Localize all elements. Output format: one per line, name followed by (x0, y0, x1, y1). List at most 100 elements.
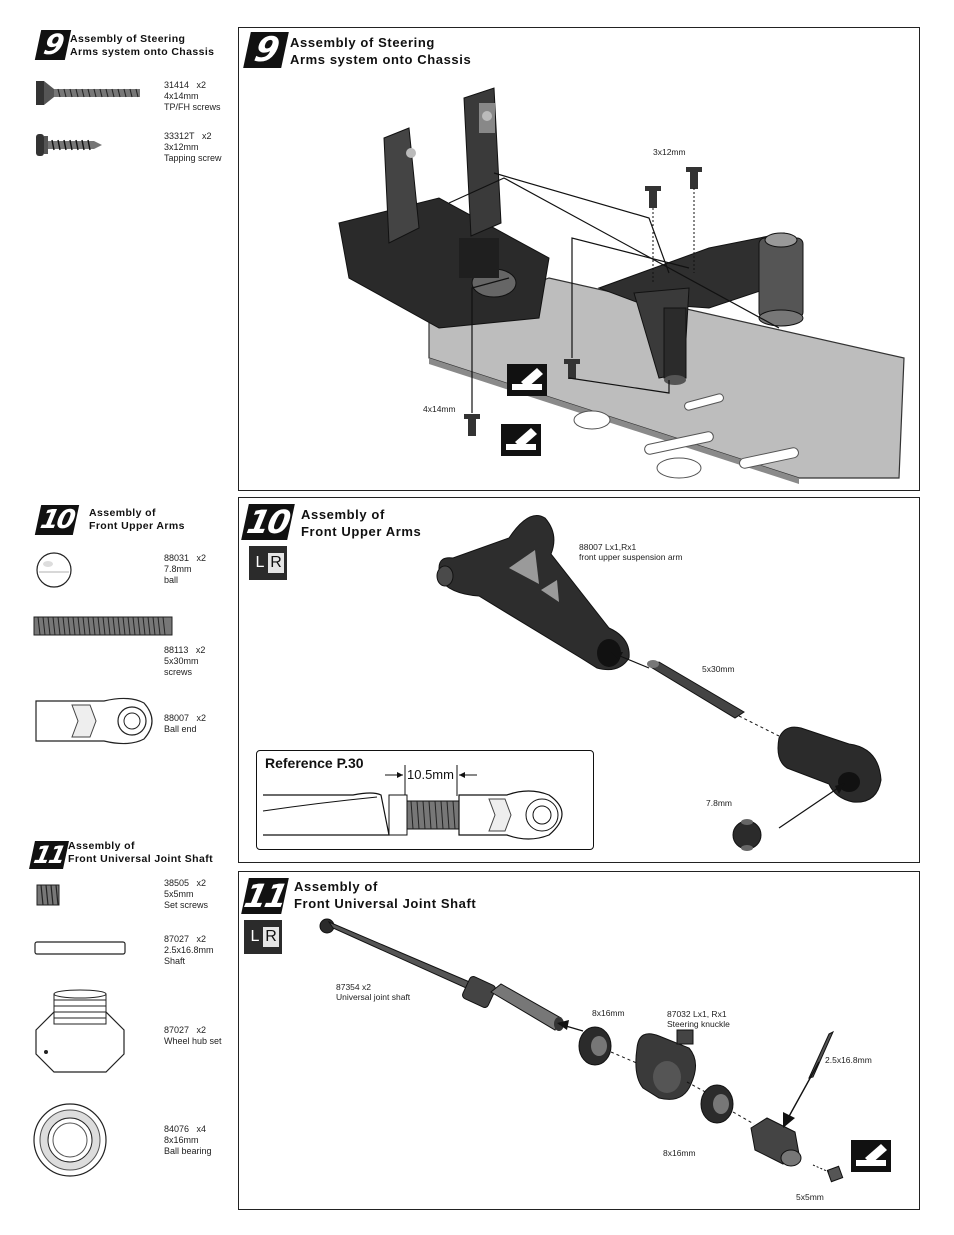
part-size: 5x5mm (164, 889, 194, 899)
threadlock-icon (851, 1140, 891, 1172)
ball-icon (36, 552, 72, 588)
step-9-side-title-line1: Assembly of Steering (70, 33, 186, 45)
part-desc: Set screws (164, 900, 209, 910)
arm-desc: front upper suspension arm (579, 552, 683, 562)
part-desc: Wheel hub set (164, 1036, 222, 1046)
left-right-badge: L R (244, 920, 282, 954)
step-9-side-number: 9 (34, 28, 72, 61)
step-9-title-line1: Assembly of Steering (290, 35, 435, 50)
left-label: L (247, 927, 263, 947)
step-9-title-line2: Arms system onto Chassis (290, 52, 472, 67)
part-size: 4x14mm (164, 91, 199, 101)
part-desc: TP/FH screws (164, 102, 221, 112)
step-9-side-title: Assembly of Steering Arms system onto Ch… (70, 33, 214, 59)
callout-8x16mm-top: 8x16mm (592, 1008, 625, 1018)
left-right-badge: L R (249, 546, 287, 580)
part-code: 38505 x2 (164, 878, 207, 888)
step-10-panel: 10 Assembly of Front Upper Arms L R 8800… (238, 497, 920, 863)
arm-code: 88007 Lx1,Rx1 (579, 542, 637, 552)
shaft-desc: Universal joint shaft (336, 992, 411, 1002)
pin-shaft-icon (34, 941, 126, 955)
part-size: 3x12mm (164, 142, 199, 152)
callout-87032: 87032 Lx1, Rx1 Steering knuckle (667, 1009, 730, 1029)
part-38505: 38505 x2 5x5mm Set screws (164, 878, 208, 911)
knuckle-code: 87032 Lx1, Rx1 (667, 1009, 727, 1019)
part-code: 88113 x2 (164, 645, 206, 655)
part-size: 5x30mm (164, 656, 199, 666)
knuckle-desc: Steering knuckle (667, 1019, 730, 1029)
part-desc: Tapping screw (164, 153, 222, 163)
part-code: 84076 x4 (164, 1124, 207, 1134)
part-code: 88007 x2 (164, 713, 207, 723)
step-11-side-number: 11 (29, 841, 69, 869)
part-desc: Ball bearing (164, 1146, 212, 1156)
part-88031: 88031 x2 7.8mm ball (164, 553, 206, 586)
part-desc: Shaft (164, 956, 186, 966)
step-11-side-title-line1: Assembly of (68, 840, 135, 852)
callout-8x16mm-bottom: 8x16mm (663, 1148, 696, 1158)
part-desc: ball (164, 575, 179, 585)
reference-box: Reference P.30 10.5mm (256, 750, 594, 850)
part-code: 87027 x2 (164, 1025, 207, 1035)
callout-87354: 87354 x2 Universal joint shaft (336, 982, 410, 1002)
reference-dimension: 10.5mm (407, 767, 454, 782)
part-code: 87027 x2 (164, 934, 207, 944)
part-code: 33312T x2 (164, 131, 212, 141)
part-88113: 88113 x2 5x30mm screws (164, 645, 205, 678)
part-desc: Ball end (164, 724, 197, 734)
step-9-title: Assembly of Steering Arms system onto Ch… (290, 34, 471, 68)
step-10-title-line2: Front Upper Arms (301, 524, 422, 539)
part-size: 7.8mm (164, 564, 192, 574)
callout-3x12mm: 3x12mm (653, 147, 686, 157)
step-9-panel: 9 Assembly of Steering Arms system onto … (238, 27, 920, 491)
upper-arm-illustration (436, 515, 882, 851)
step-11-title-line1: Assembly of (294, 879, 378, 894)
part-88007: 88007 x2 Ball end (164, 713, 206, 735)
tapping-screw-icon (36, 134, 102, 156)
step-11-title-line2: Front Universal Joint Shaft (294, 896, 477, 911)
wheel-hub-icon (35, 989, 125, 1073)
long-screw-icon (33, 616, 173, 636)
chassis-steering-illustration (338, 87, 905, 484)
step-11-title: Assembly of Front Universal Joint Shaft (294, 878, 476, 912)
part-size: 8x16mm (164, 1135, 199, 1145)
part-33312T: 33312T x2 3x12mm Tapping screw (164, 131, 222, 164)
part-31414: 31414 x2 4x14mm TP/FH screws (164, 80, 221, 113)
part-87027-shaft: 87027 x2 2.5x16.8mm Shaft (164, 934, 214, 967)
universal-joint-illustration (319, 918, 844, 1183)
callout-88007-arm: 88007 Lx1,Rx1 front upper suspension arm (579, 542, 682, 562)
callout-5x30mm: 5x30mm (702, 664, 735, 674)
reference-label: Reference P.30 (265, 755, 364, 771)
ball-end-icon (35, 697, 153, 745)
step-11-panel: 11 Assembly of Front Universal Joint Sha… (238, 871, 920, 1210)
step-10-title-line1: Assembly of (301, 507, 385, 522)
threadlock-icon (501, 424, 541, 456)
step-10-side-title-line1: Assembly of (89, 507, 156, 519)
left-label: L (252, 553, 268, 573)
part-87027-hub: 87027 x2 Wheel hub set (164, 1025, 222, 1047)
step-9-side-title-line2: Arms system onto Chassis (70, 46, 215, 58)
right-label: R (263, 927, 279, 947)
callout-7-8mm: 7.8mm (706, 798, 732, 808)
shaft-code: 87354 x2 (336, 982, 371, 992)
part-code: 88031 x2 (164, 553, 207, 563)
callout-4x14mm: 4x14mm (423, 404, 456, 414)
step-11-side-title-line2: Front Universal Joint Shaft (68, 853, 213, 865)
threadlock-icon (507, 364, 547, 396)
ball-bearing-icon (33, 1103, 107, 1177)
step-10-side-title: Assembly of Front Upper Arms (89, 507, 185, 533)
callout-2-5x16-8mm: 2.5x16.8mm (825, 1055, 872, 1065)
part-code: 31414 x2 (164, 80, 207, 90)
step-10-side-title-line2: Front Upper Arms (89, 520, 185, 532)
step-11-side-title: Assembly of Front Universal Joint Shaft (68, 840, 213, 866)
flat-head-screw-icon (36, 81, 140, 105)
part-desc: screws (164, 667, 193, 677)
callout-5x5mm: 5x5mm (796, 1192, 824, 1202)
part-84076: 84076 x4 8x16mm Ball bearing (164, 1124, 212, 1157)
set-screw-icon (36, 884, 60, 906)
step-10-side-number: 10 (34, 505, 80, 535)
reference-drawing (262, 765, 563, 840)
right-label: R (268, 553, 284, 573)
part-size: 2.5x16.8mm (164, 945, 214, 955)
step-10-title: Assembly of Front Upper Arms (301, 506, 421, 540)
